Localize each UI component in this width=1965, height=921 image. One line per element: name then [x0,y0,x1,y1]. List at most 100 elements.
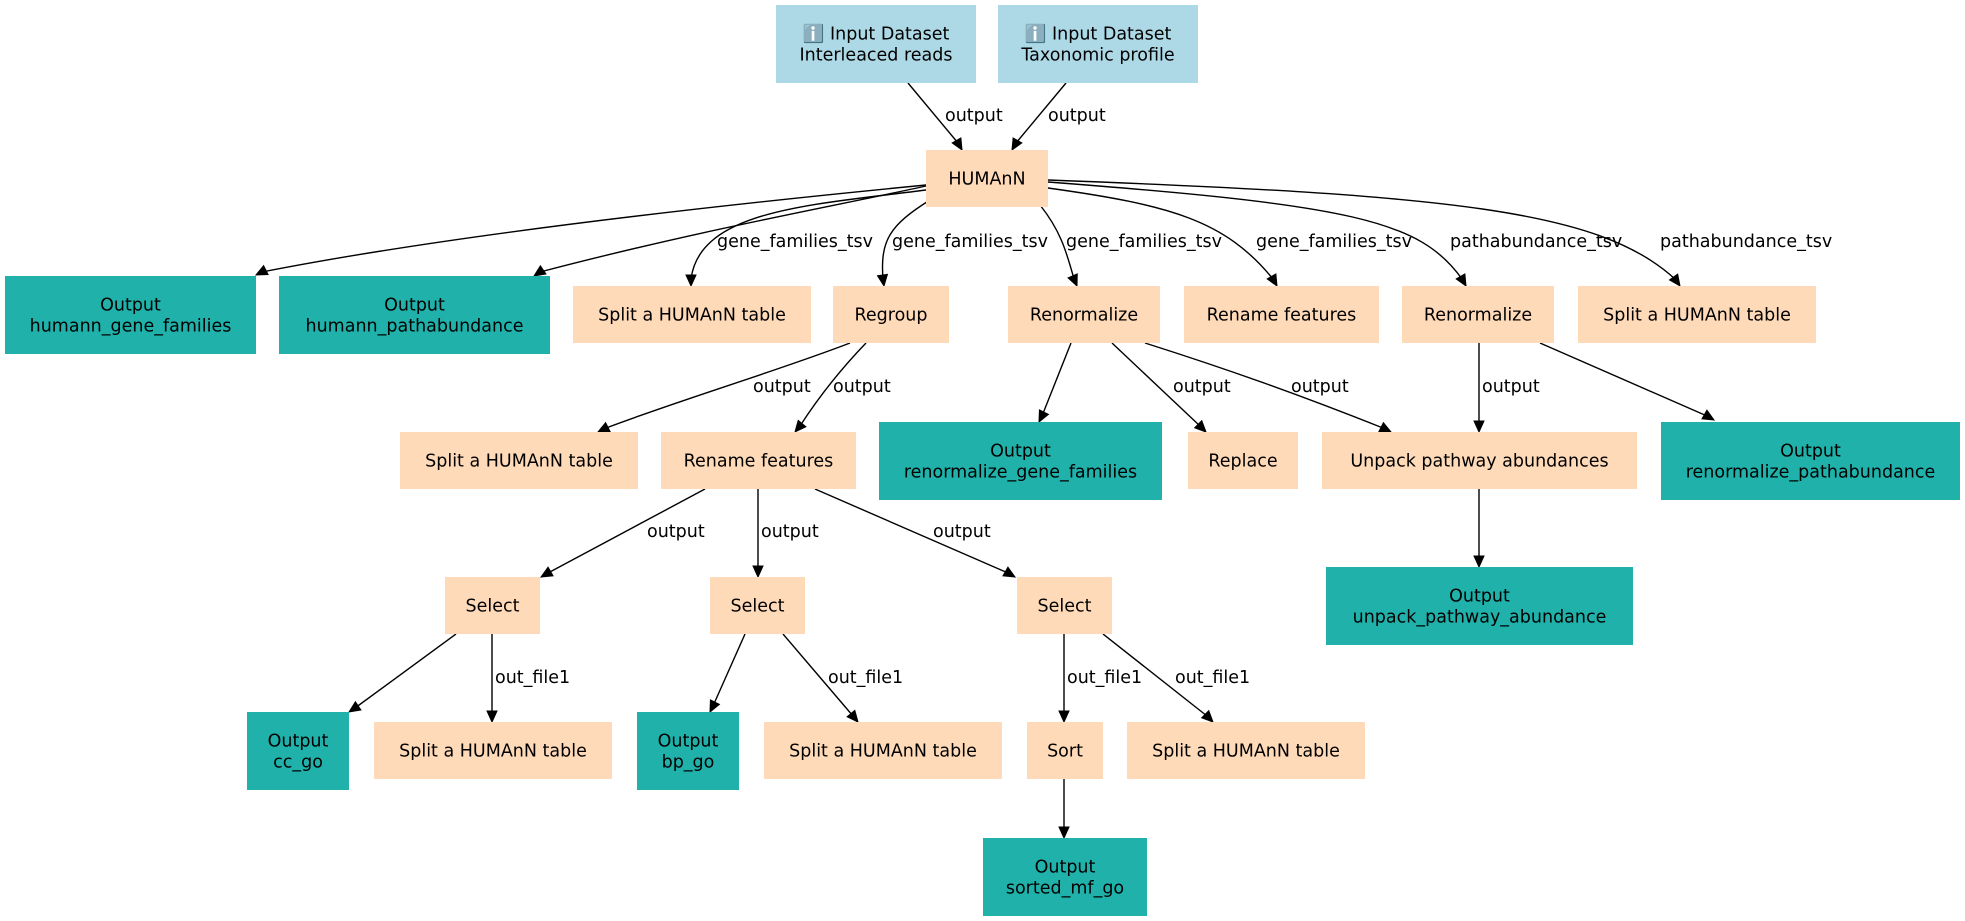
tool-node-box[interactable] [1127,722,1365,779]
edge-line [539,185,927,273]
node-split-1[interactable]: Split a HUMAnN table [573,286,811,343]
node-title: Renormalize [1424,306,1532,326]
node-replace[interactable]: Replace [1188,432,1298,489]
edge-humann-to-split-2: pathabundance_tsv [1047,179,1832,287]
node-title: Split a HUMAnN table [789,742,977,762]
tool-node-box[interactable] [1017,577,1112,634]
tool-node-box[interactable] [661,432,856,489]
tool-node-box[interactable] [1578,286,1816,343]
node-title: Output [1449,587,1510,607]
node-select-1[interactable]: Select [445,577,540,634]
node-regroup[interactable]: Regroup [833,286,949,343]
input-node-box[interactable] [776,5,976,83]
edge-humann-to-out-gene-families [254,184,927,276]
output-node-box[interactable] [637,712,739,790]
output-node-box[interactable] [1661,422,1960,500]
output-node-box[interactable] [5,276,256,354]
tool-node-box[interactable] [926,150,1048,207]
arrowhead [1058,710,1070,724]
tool-node-box[interactable] [1027,722,1103,779]
arrowhead [1193,419,1207,433]
arrowhead [254,264,269,276]
node-title: Regroup [855,306,928,326]
arrowhead [1067,273,1078,288]
arrowhead [1455,273,1467,288]
node-split-6[interactable]: Split a HUMAnN table [1127,722,1365,779]
node-title: ℹ️ Input Dataset [1025,24,1172,45]
node-title: Split a HUMAnN table [399,742,587,762]
arrowhead [1701,409,1716,421]
edge-label: output [1048,106,1106,126]
node-subtitle: bp_go [662,753,715,773]
node-renormalize-2[interactable]: Renormalize [1402,286,1554,343]
node-title: Output [1035,858,1096,878]
edge-line [799,342,867,427]
node-title: Output [384,296,445,316]
tool-node-box[interactable] [374,722,612,779]
arrowhead [347,700,362,713]
node-rename-1[interactable]: Rename features [1184,286,1379,343]
output-node-box[interactable] [983,838,1147,916]
node-split-2[interactable]: Split a HUMAnN table [1578,286,1816,343]
tool-node-box[interactable] [445,577,540,634]
edge-line [814,488,1009,574]
tool-node-box[interactable] [1322,432,1637,489]
arrowhead [1473,420,1485,434]
tool-node-box[interactable] [1402,286,1554,343]
edge-label: gene_families_tsv [892,232,1048,252]
node-title: Unpack pathway abundances [1350,452,1608,472]
node-title: Split a HUMAnN table [598,306,786,326]
edge-label: out_file1 [1175,668,1250,688]
tool-node-box[interactable] [764,722,1002,779]
node-title: HUMAnN [948,170,1025,190]
node-renormalize-1[interactable]: Renormalize [1008,286,1160,343]
tool-node-box[interactable] [400,432,638,489]
node-title: Output [1780,442,1841,462]
node-split-5[interactable]: Split a HUMAnN table [764,722,1002,779]
edge-label: output [945,106,1003,126]
edge-label: output [933,522,991,542]
node-humann[interactable]: HUMAnN [926,150,1048,207]
tool-node-box[interactable] [1184,286,1379,343]
node-sort[interactable]: Sort [1027,722,1103,779]
output-node-box[interactable] [879,422,1162,500]
node-select-3[interactable]: Select [1017,577,1112,634]
output-node-box[interactable] [247,712,349,790]
node-select-2[interactable]: Select [710,577,805,634]
edge-select-1-to-out-cc-go [347,633,457,713]
arrowhead [752,565,764,579]
edge-humann-to-renormalize-1: gene_families_tsv [1039,204,1222,288]
tool-node-box[interactable] [833,286,949,343]
node-rename-2[interactable]: Rename features [661,432,856,489]
node-title: Output [268,732,329,752]
tool-node-box[interactable] [710,577,805,634]
edge-select-2-to-out-bp-go [709,633,746,714]
edge-regroup-to-rename-2: output [794,342,891,433]
tool-node-box[interactable] [573,286,811,343]
tool-node-box[interactable] [1008,286,1160,343]
arrowhead [532,264,547,277]
input-node-box[interactable] [998,5,1198,83]
node-unpack[interactable]: Unpack pathway abundances [1322,432,1637,489]
arrowhead [1378,421,1393,433]
output-node-box[interactable] [279,276,550,354]
node-split-4[interactable]: Split a HUMAnN table [374,722,612,779]
edge-line [881,199,931,280]
output-node-box[interactable] [1326,567,1633,645]
edge-line [1102,633,1208,717]
tool-node-box[interactable] [1188,432,1298,489]
node-split-3[interactable]: Split a HUMAnN table [400,432,638,489]
arrowhead [794,419,807,433]
